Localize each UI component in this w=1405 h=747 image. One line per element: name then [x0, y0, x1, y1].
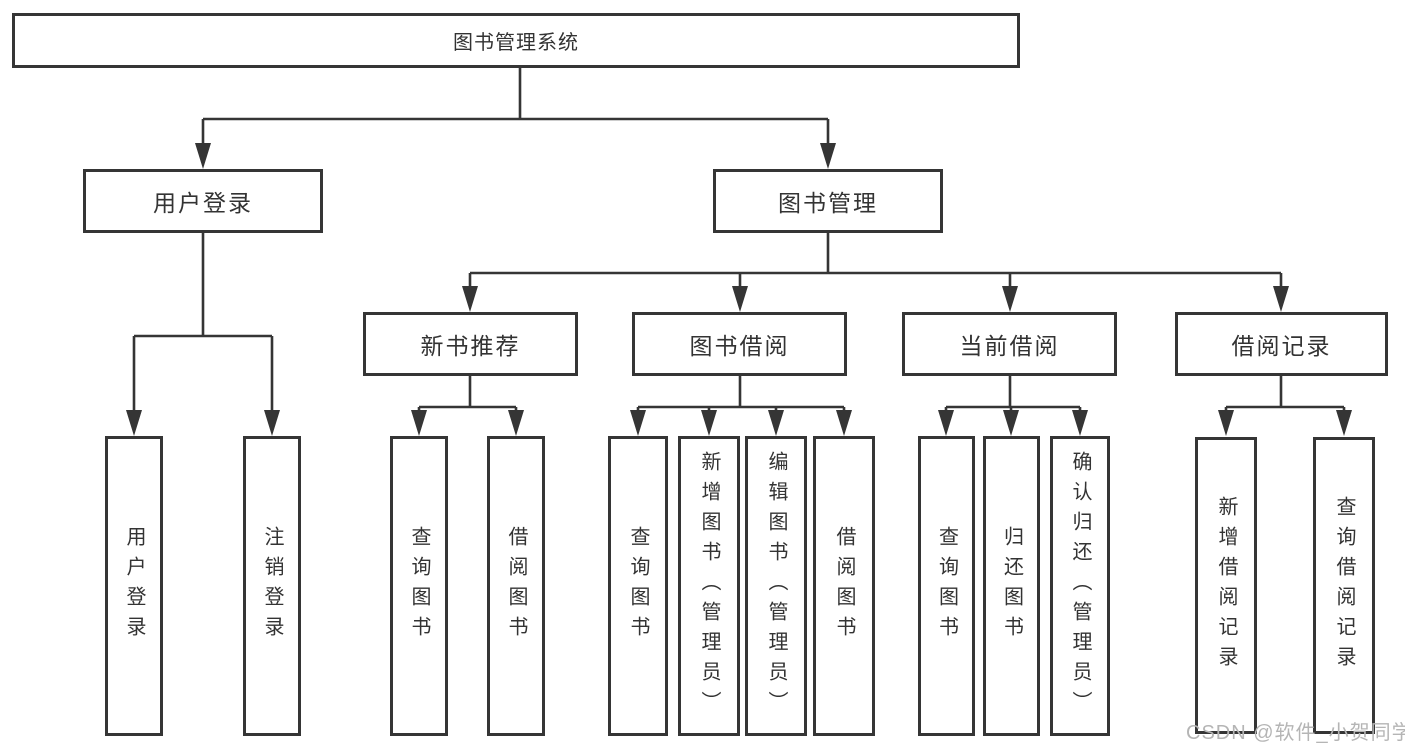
leaf-add-borrow-record: 新增借阅记录: [1195, 437, 1257, 734]
leaf-add-books-admin: 新增图书（管理员）: [678, 436, 740, 736]
leaf-borrow-books: 借阅图书: [813, 436, 875, 736]
leaf-recommend-query-books-label: 查询图书: [408, 526, 430, 646]
leaf-confirm-return-admin: 确认归还（管理员）: [1050, 436, 1110, 736]
leaf-query-borrow-record-label: 查询借阅记录: [1333, 495, 1355, 676]
node-book-borrow-label: 图书借阅: [689, 333, 790, 359]
node-book-management-label: 图书管理: [778, 190, 878, 216]
leaf-user-login-label: 用户登录: [123, 526, 145, 646]
leaf-current-query-books-label: 查询图书: [935, 526, 958, 646]
node-user-login: 用户登录: [83, 169, 323, 233]
leaf-borrow-books-label: 借阅图书: [833, 526, 855, 646]
node-current-borrow-label: 当前借阅: [959, 333, 1060, 359]
watermark: CSDN @软件_小贺同学: [1186, 722, 1405, 744]
leaf-return-books-label: 归还图书: [1000, 526, 1023, 646]
node-borrow-records: 借阅记录: [1175, 312, 1388, 376]
node-current-borrow: 当前借阅: [902, 312, 1117, 376]
leaf-borrow-query-books-label: 查询图书: [627, 526, 649, 646]
leaf-recommend-borrow-books: 借阅图书: [487, 436, 545, 736]
leaf-query-borrow-record: 查询借阅记录: [1313, 437, 1375, 734]
leaf-edit-books-admin: 编辑图书（管理员）: [745, 436, 807, 736]
leaf-confirm-return-admin-label: 确认归还（管理员）: [1069, 451, 1091, 721]
leaf-return-books: 归还图书: [983, 436, 1040, 736]
arrowheads: [126, 143, 1352, 436]
leaf-borrow-query-books: 查询图书: [608, 436, 668, 736]
node-new-book-recommend: 新书推荐: [363, 312, 578, 376]
leaf-recommend-query-books: 查询图书: [390, 436, 448, 736]
leaf-edit-books-admin-label: 编辑图书（管理员）: [765, 451, 787, 721]
leaf-logout: 注销登录: [243, 436, 301, 736]
leaf-user-login: 用户登录: [105, 436, 163, 736]
leaf-logout-label: 注销登录: [261, 526, 283, 646]
node-new-book-recommend-label: 新书推荐: [420, 333, 521, 359]
node-book-management: 图书管理: [713, 169, 943, 233]
leaf-recommend-borrow-books-label: 借阅图书: [505, 526, 527, 646]
leaf-add-borrow-record-label: 新增借阅记录: [1215, 495, 1237, 676]
leaf-current-query-books: 查询图书: [918, 436, 975, 736]
leaf-add-books-admin-label: 新增图书（管理员）: [698, 451, 720, 721]
node-borrow-records-label: 借阅记录: [1231, 333, 1332, 359]
node-user-login-label: 用户登录: [153, 190, 253, 216]
node-book-borrow: 图书借阅: [632, 312, 847, 376]
node-root: 图书管理系统: [12, 13, 1020, 68]
node-root-label: 图书管理系统: [453, 32, 579, 54]
